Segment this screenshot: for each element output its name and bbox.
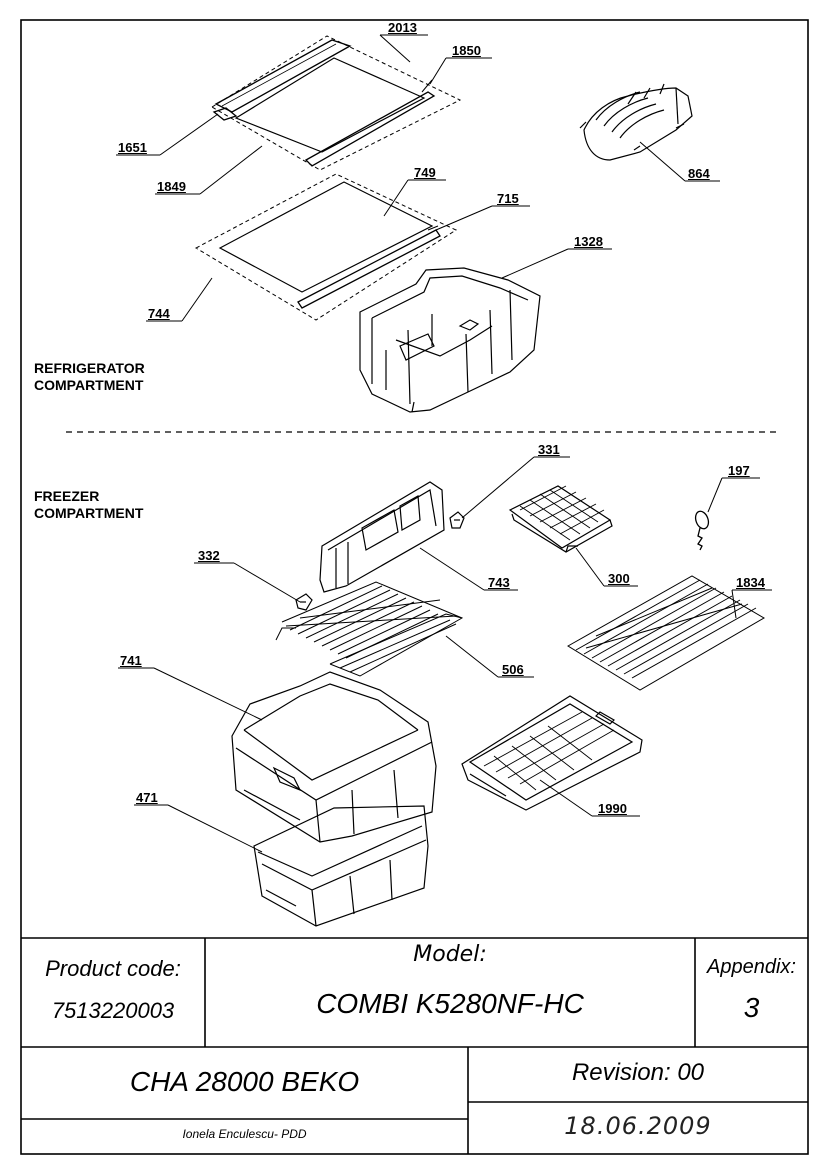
shelf-assembly-744: [194, 173, 458, 321]
callout-864: 864: [688, 166, 710, 181]
callout-2013: 2013: [388, 20, 417, 35]
author: Ionela Enculescu- PDD: [182, 1127, 307, 1141]
callout-331: 331: [538, 442, 560, 457]
freezer-label-line1: FREEZER: [34, 488, 100, 504]
part-1834-wire-shelf: [567, 575, 765, 691]
part-743-flap: [319, 481, 445, 593]
appendix-value: 3: [743, 992, 760, 1023]
callout-715: 715: [497, 191, 519, 206]
callout-332: 332: [198, 548, 220, 563]
callout-1850: 1850: [452, 43, 481, 58]
part-331-hinge: [449, 511, 465, 529]
part-506-wire-shelf: [275, 581, 464, 677]
part-741-drawer: [231, 671, 437, 843]
callout-1849: 1849: [157, 179, 186, 194]
callout-506: 506: [502, 662, 524, 677]
leader-lines: [116, 34, 772, 853]
freezer-compartment-label: FREEZER COMPARTMENT: [34, 488, 143, 522]
model-label: Model:: [413, 942, 487, 967]
callout-1328: 1328: [574, 234, 603, 249]
part-864-holder: [579, 83, 693, 161]
freezer-label-line2: COMPARTMENT: [34, 505, 144, 521]
title-block-grid: [21, 937, 808, 1154]
project-name: CHA 28000 BEKO: [129, 1066, 360, 1097]
callout-743: 743: [488, 575, 510, 590]
part-471-drawer: [253, 805, 429, 927]
callout-1834: 1834: [736, 575, 765, 590]
revision: Revision: 00: [571, 1059, 705, 1086]
revision-date: 18.06.2009: [564, 1112, 712, 1140]
refrigerator-label-line2: COMPARTMENT: [34, 377, 144, 393]
callout-1651: 1651: [118, 140, 147, 155]
callout-471: 471: [136, 790, 158, 805]
callout-744: 744: [148, 306, 170, 321]
part-1328-vegetable-bin: [359, 267, 541, 413]
refrigerator-label-line1: REFRIGERATOR: [34, 360, 145, 376]
part-1990-tray: [461, 695, 643, 811]
refrigerator-compartment-label: REFRIGERATOR COMPARTMENT: [34, 360, 145, 394]
callout-749: 749: [414, 165, 436, 180]
callout-741: 741: [120, 653, 142, 668]
shelf-assembly-2013: [211, 35, 462, 171]
callout-300: 300: [608, 571, 630, 586]
part-197-key: [694, 510, 710, 551]
model-value: COMBI K5280NF-HC: [316, 988, 584, 1019]
part-300-ice-tray: [508, 485, 613, 553]
product-code-label: Product code:: [45, 956, 181, 981]
callout-197: 197: [728, 463, 750, 478]
part-332-hinge: [295, 593, 313, 611]
callout-1990: 1990: [598, 801, 627, 816]
product-code-value: 7513220003: [51, 998, 175, 1023]
appendix-label: Appendix:: [707, 956, 796, 978]
